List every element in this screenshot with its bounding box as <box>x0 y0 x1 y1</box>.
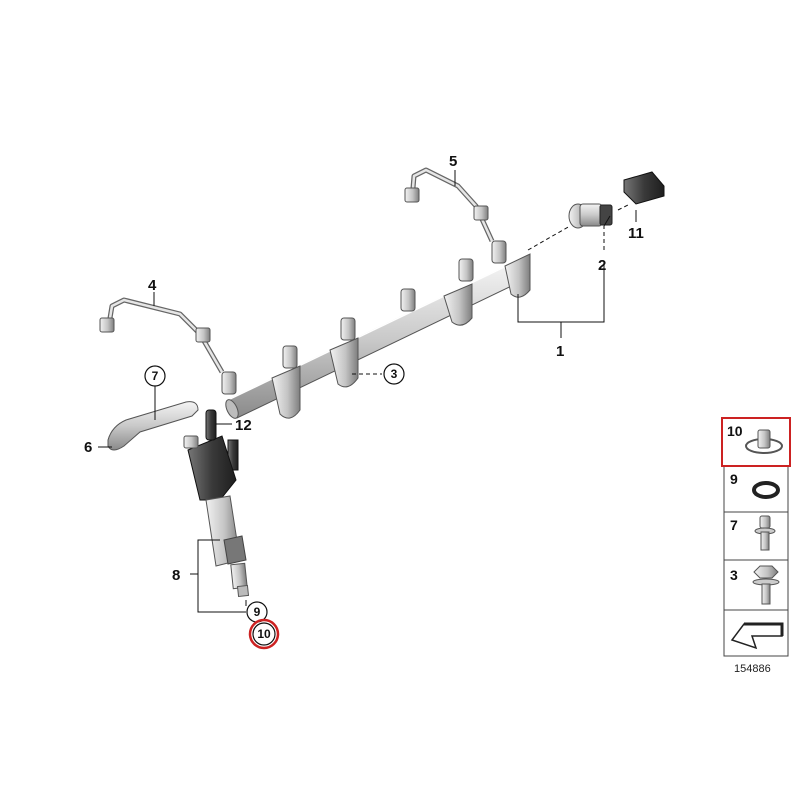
legend-item-10[interactable]: 10 <box>721 417 791 467</box>
parts-legend: 10 9 7 3 <box>721 417 791 675</box>
fuel-line-5 <box>404 167 495 243</box>
callout-5: 5 <box>449 153 457 170</box>
clamp-bracket-6 <box>107 401 199 451</box>
legend-item-7[interactable]: 7 <box>730 515 776 551</box>
leader-lines <box>98 170 637 613</box>
injector <box>183 435 250 598</box>
legend-label-3: 3 <box>730 567 738 583</box>
callout-6: 6 <box>84 439 92 456</box>
callout-3: 3 <box>391 367 398 381</box>
rail-brackets <box>271 253 531 419</box>
callout-3-circle <box>383 363 405 385</box>
pressure-sensor <box>568 203 613 229</box>
o-ring-icon <box>752 481 780 499</box>
part-12 <box>205 409 217 441</box>
callout-8: 8 <box>172 567 180 584</box>
fuel-line-4 <box>99 297 225 374</box>
legend-item-3[interactable]: 3 <box>730 565 780 605</box>
callout-1: 1 <box>556 343 564 360</box>
electrical-connector <box>623 171 665 205</box>
callout-4: 4 <box>148 277 157 294</box>
callout-7: 7 <box>152 369 159 383</box>
legend-item-arrow <box>730 622 784 650</box>
clip-icon <box>757 429 771 449</box>
legend-label-9: 9 <box>730 471 738 487</box>
reference-number: 154886 <box>734 663 771 675</box>
legend-label-7: 7 <box>730 517 738 533</box>
callout-11: 11 <box>628 225 644 242</box>
stud-bolt-icon <box>754 515 776 551</box>
callout-9: 9 <box>254 605 261 619</box>
callout-10: 10 <box>257 627 271 641</box>
callout-10-circle <box>252 622 276 646</box>
callout-12: 12 <box>235 417 252 434</box>
legend-item-9[interactable]: 9 <box>730 471 780 499</box>
callout-2: 2 <box>598 257 606 274</box>
callouts: 1 2 3 4 5 6 7 8 9 10 11 12 <box>84 153 644 650</box>
callout-10-highlight <box>248 618 280 650</box>
hex-bolt-icon <box>752 565 780 605</box>
rail-ports <box>221 240 507 395</box>
callout-7-circle <box>144 365 166 387</box>
legend-label-10: 10 <box>727 423 743 439</box>
fuel-rail <box>221 240 531 419</box>
